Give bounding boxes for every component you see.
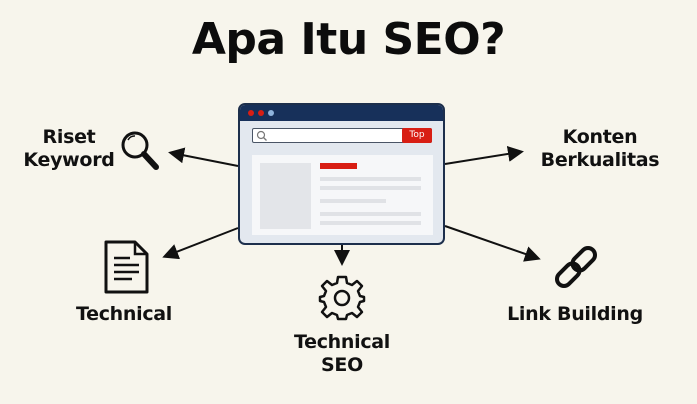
konten-line2: Berkualitas [540,149,660,171]
browser-window-illustration: Top [238,103,445,245]
image-placeholder [260,163,311,229]
technical-seo-line1: Technical [293,331,391,353]
window-dot-minimize [258,110,264,116]
text-line [320,199,386,203]
node-konten-berkualitas: Konten Berkualitas [530,126,670,172]
browser-titlebar [240,105,443,121]
page-content-card [252,155,433,235]
text-line [320,221,421,225]
search-input: Top [252,127,432,143]
node-link-building: Link Building [507,303,643,325]
search-button: Top [402,127,432,143]
riset-keyword-line1: Riset [42,126,96,148]
text-line [320,212,421,216]
window-dot-close [248,110,254,116]
riset-keyword-line2: Keyword [23,149,115,171]
text-line [320,177,421,181]
konten-line1: Konten [562,126,638,148]
window-dot-maximize [268,110,274,116]
technical-seo-line2: SEO [321,354,363,376]
node-riset-keyword: Riset Keyword [14,126,124,172]
node-technical-seo: Technical SEO [282,331,402,377]
node-technical: Technical [75,303,173,325]
page-title: Apa Itu SEO? [191,14,506,65]
search-icon [256,130,267,141]
headline-bar [320,163,357,169]
text-line [320,186,421,190]
